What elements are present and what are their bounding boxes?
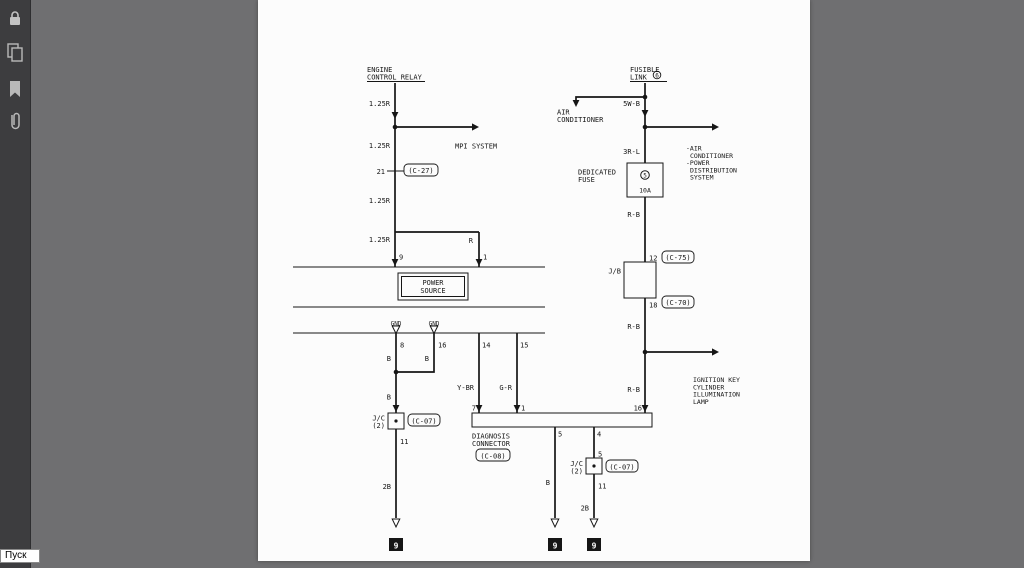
wire-3rl: 3R-L <box>623 148 640 156</box>
label-dedicated-fuse-1: DEDICATED <box>578 169 616 177</box>
dest-acpd-2: CONDITIONER <box>690 152 733 160</box>
pin-21: 21 <box>377 168 385 176</box>
security-lock-icon[interactable] <box>3 6 27 30</box>
pin-11-right: 11 <box>598 483 606 491</box>
label-diagnosis-connector-1: DIAGNOSIS <box>472 433 510 441</box>
wire-b-mid: B <box>546 479 550 487</box>
fusible-link-number: 6 <box>655 73 659 80</box>
ground-arrows <box>391 325 599 529</box>
connector-code-boxes <box>403 70 695 473</box>
label-engine-control-relay-1: ENGINE <box>367 66 392 74</box>
attachments-icon[interactable] <box>3 109 27 133</box>
dest-acpd-3: -POWER <box>686 159 710 167</box>
label-mpi-system: MPI SYSTEM <box>455 143 497 151</box>
label-fusible-link-2: LINK <box>630 74 648 82</box>
connector-c08: (C-08) <box>480 452 505 460</box>
wire-gnd-1: GND <box>391 321 402 328</box>
wire-b-2: B <box>425 355 429 363</box>
connector-c70: (C-70) <box>665 299 690 307</box>
wire-b-1: B <box>387 355 391 363</box>
arrowheads <box>391 100 719 412</box>
pin-15: 15 <box>520 342 528 350</box>
ground-number-3: 9 <box>592 542 597 551</box>
wire-gnd-2: GND <box>429 321 440 328</box>
label-power-source-1: POWER <box>422 279 444 287</box>
connector-c75: (C-75) <box>665 254 690 262</box>
dedicated-fuse-number: 5 <box>643 173 647 180</box>
connector-c07-left: (C-07) <box>411 417 436 425</box>
dest-ignition-2: CYLINDER <box>693 383 724 391</box>
label-jc-left-1: J/C <box>372 415 385 423</box>
bookmarks-icon[interactable] <box>3 77 27 101</box>
dest-ignition-4: LAMP <box>693 398 709 406</box>
ground-ref-boxes: 9 9 9 <box>389 538 601 551</box>
pin-4-dc: 4 <box>597 431 601 439</box>
wire-gr: G-R <box>499 384 512 392</box>
viewer-sidebar <box>0 0 31 568</box>
label-jc-right-1: J/C <box>570 460 583 468</box>
wire-rb-3: R-B <box>627 386 640 394</box>
label-fusible-link-1: FUSIBLE <box>630 66 660 74</box>
pin-11-left: 11 <box>400 438 408 446</box>
pin-7: 7 <box>472 405 476 413</box>
wire-5wb: 5W-B <box>623 100 640 108</box>
wire-125r-4: 1.25R <box>369 236 391 244</box>
connector-c07-right: (C-07) <box>609 463 634 471</box>
pin-5-dc: 5 <box>558 431 562 439</box>
dest-acpd-1: -AIR <box>686 145 702 153</box>
dest-acpd-4: DISTRIBUTION <box>690 166 737 174</box>
wire-rb-2: R-B <box>627 323 640 331</box>
dest-ignition-3: ILLUMINATION <box>693 391 740 399</box>
pin-8: 8 <box>400 342 404 350</box>
bus-lines <box>293 81 667 334</box>
component-boxes <box>387 162 664 475</box>
ground-number-1: 9 <box>394 542 399 551</box>
label-air-conditioner-2: CONDITIONER <box>557 116 604 124</box>
wiring-diagram: 9 9 9 ENGINE CONTROL RELAY FUSIBLE LINK … <box>293 66 740 551</box>
label-dedicated-fuse-2: FUSE <box>578 176 595 184</box>
pin-16-dc: 16 <box>634 405 642 413</box>
pin-16: 16 <box>438 342 446 350</box>
junction-dots <box>392 94 648 468</box>
dest-acpd-5: SYSTEM <box>690 174 714 182</box>
document-page: 9 9 9 ENGINE CONTROL RELAY FUSIBLE LINK … <box>258 0 810 561</box>
start-button[interactable]: Пуск <box>0 549 40 563</box>
pin-12: 12 <box>649 255 657 263</box>
label-diagnosis-connector-2: CONNECTOR <box>472 440 511 448</box>
label-air-conditioner-1: AIR <box>557 109 570 117</box>
label-engine-control-relay-2: CONTROL RELAY <box>367 74 423 82</box>
dest-ignition-1: IGNITION KEY <box>693 376 740 384</box>
label-jc-left-2: (2) <box>372 422 385 430</box>
wire-rb-1: R-B <box>627 211 640 219</box>
wire-125r-2: 1.25R <box>369 142 391 150</box>
wire-b-3: B <box>387 394 391 402</box>
pin-9: 9 <box>399 254 403 262</box>
pin-1-ps: 1 <box>483 254 487 262</box>
wire-2b-left: 2B <box>383 483 391 491</box>
pin-5-jc: 5 <box>598 451 602 459</box>
wire-125r-3: 1.25R <box>369 197 391 205</box>
pin-1-dc: 1 <box>521 405 525 413</box>
label-jc-right-2: (2) <box>570 468 583 476</box>
wire-r: R <box>469 237 474 245</box>
wire-125r-1: 1.25R <box>369 100 391 108</box>
dedicated-fuse-rating: 10A <box>639 187 651 195</box>
page-thumbnails-icon[interactable] <box>3 40 27 64</box>
pin-14: 14 <box>482 342 490 350</box>
connector-c27: (C-27) <box>408 167 433 175</box>
pin-18: 18 <box>649 302 657 310</box>
label-jb: J/B <box>608 268 621 276</box>
wire-2b-right: 2B <box>581 505 589 513</box>
ground-number-2: 9 <box>553 542 558 551</box>
wire-ybr: Y-BR <box>457 384 475 392</box>
label-power-source-2: SOURCE <box>420 287 445 295</box>
